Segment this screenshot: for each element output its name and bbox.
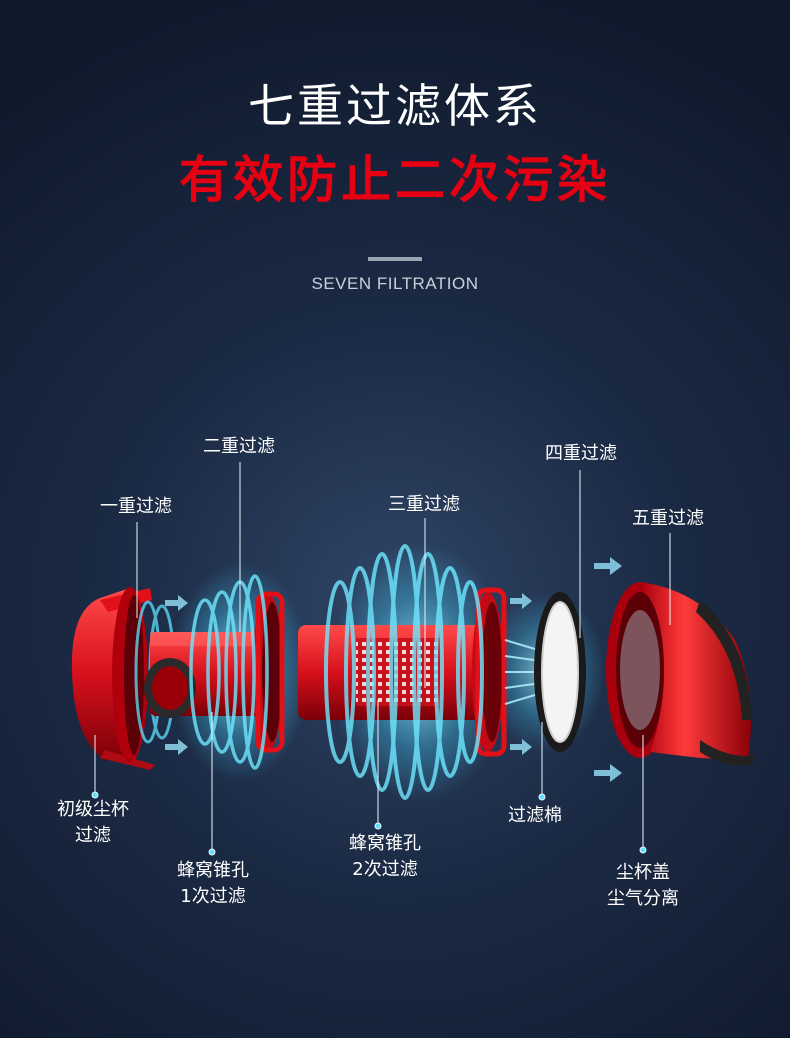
- honeycomb2-label: 蜂窝锥孔 2次过滤: [342, 831, 428, 883]
- page-subtitle: 有效防止二次污染: [179, 151, 611, 209]
- honeycomb1-label: 蜂窝锥孔 1次过滤: [170, 858, 256, 910]
- honeycomb2-line1: 蜂窝锥孔: [349, 833, 421, 854]
- stage5-label: 五重过滤: [632, 508, 704, 529]
- cup-lid-label: 尘杯盖 尘气分离: [600, 860, 686, 912]
- primary-cup-line1: 初级尘杯: [57, 799, 129, 820]
- dust-cup-lid: [606, 582, 756, 766]
- stage3-label: 三重过滤: [388, 494, 460, 515]
- flow-arrows: [165, 557, 622, 782]
- stage1-label: 一重过滤: [100, 496, 172, 517]
- primary-cup-label: 初级尘杯 过滤: [53, 797, 133, 849]
- primary-cup-line2: 过滤: [75, 825, 111, 846]
- cup-lid-line1: 尘杯盖: [616, 862, 670, 883]
- honeycomb1-line2: 1次过滤: [180, 886, 246, 907]
- english-caption: SEVEN FILTRATION: [311, 274, 479, 293]
- stage2-label: 二重过滤: [203, 436, 275, 457]
- honeycomb2-line2: 2次过滤: [352, 859, 418, 880]
- stage4-label: 四重过滤: [545, 443, 617, 464]
- callout-leaders: [91, 462, 671, 856]
- honeycomb1-line1: 蜂窝锥孔: [177, 860, 249, 881]
- cup-lid-line2: 尘气分离: [607, 888, 679, 909]
- swirl-rings-3: [324, 544, 484, 800]
- cotton-filter-disk: [534, 592, 586, 752]
- page-title: 七重过滤体系: [248, 79, 542, 133]
- title-divider: [368, 257, 422, 261]
- cotton-label: 过滤棉: [508, 805, 562, 826]
